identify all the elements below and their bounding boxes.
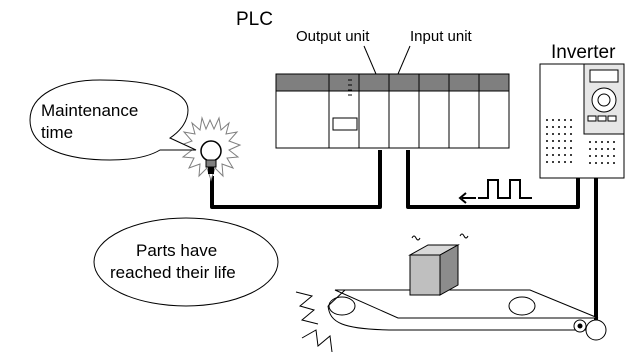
box-icon (408, 233, 469, 296)
input-unit-leader (397, 45, 411, 75)
output-unit-label: Output unit (296, 28, 370, 45)
inverter-label: Inverter (551, 42, 616, 63)
maintenance-callout: Maintenance time (29, 79, 197, 161)
output-unit-leader (363, 45, 377, 75)
lamp-wire (210, 150, 382, 209)
input-unit-label: Input unit (410, 28, 473, 45)
parts-text-line1: Parts have (136, 241, 217, 260)
plc-rack (275, 73, 510, 149)
inverter-vents (546, 119, 615, 164)
conveyor-icon (327, 289, 607, 341)
impact-icon (295, 291, 333, 353)
maintenance-text-line1: Maintenance (41, 101, 138, 120)
lamp-icon (179, 116, 242, 182)
parts-text-line2: reached their life (110, 263, 236, 282)
pulse-signal-icon (458, 179, 532, 204)
inverter-wire (406, 150, 580, 209)
parts-callout: Parts have reached their life (93, 217, 279, 307)
plc-label: PLC (236, 9, 273, 30)
maintenance-text-line2: time (41, 123, 73, 142)
inverter-unit (539, 63, 625, 179)
